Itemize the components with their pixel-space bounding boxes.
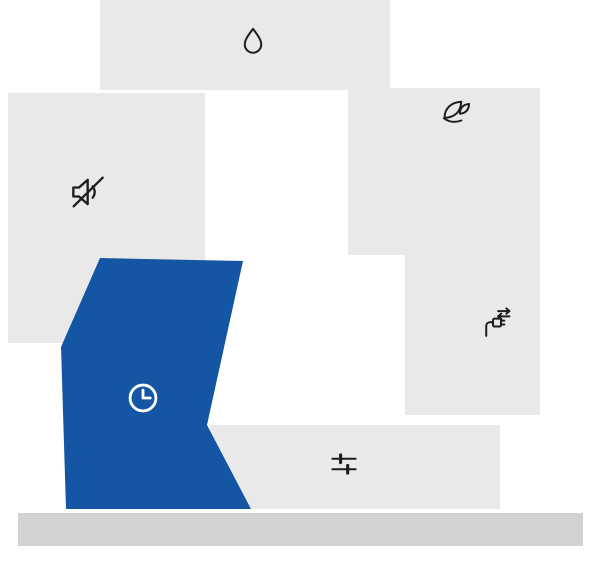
- tile-timer-selected[interactable]: [55, 255, 255, 513]
- water-drop-icon: [243, 27, 263, 54]
- clock-icon: [128, 383, 158, 413]
- tile-settings[interactable]: [210, 425, 500, 509]
- tile-connect[interactable]: [405, 160, 540, 415]
- speaker-muted-icon: [72, 176, 104, 208]
- leaves-icon: [442, 100, 471, 123]
- footer-bar: [18, 513, 583, 546]
- selected-tile-shape: [61, 258, 251, 509]
- plug-sync-icon: [485, 307, 511, 337]
- sliders-icon: [331, 453, 357, 475]
